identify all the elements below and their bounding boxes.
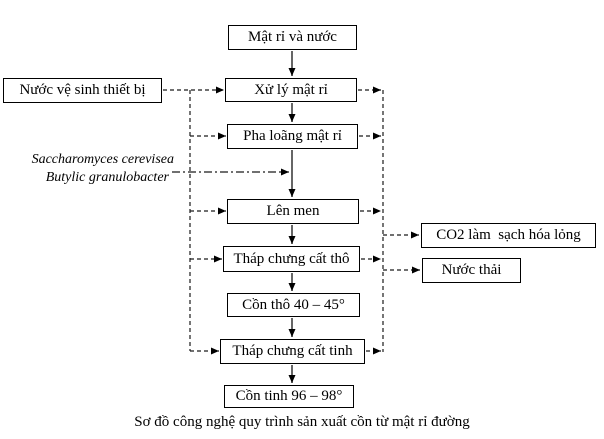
- node-fine-alcohol: Cồn tinh 96 – 98°: [224, 385, 354, 408]
- node-crude-alcohol: Cồn thô 40 – 45°: [227, 293, 360, 317]
- node-molasses-dilution: Pha loãng mật rỉ: [227, 124, 358, 149]
- node-equipment-cleaning-water: Nước vệ sinh thiết bị: [3, 78, 162, 103]
- diagram-caption: Sơ đồ công nghệ quy trình sản xuất cồn t…: [134, 414, 470, 430]
- node-molasses-and-water: Mật rỉ và nước: [228, 25, 357, 50]
- node-waste-water: Nước thải: [422, 258, 521, 283]
- node-fermentation: Lên men: [227, 199, 359, 224]
- node-co2-cleaned-liquefied: CO2 làm sạch hóa lỏng: [421, 223, 596, 248]
- node-molasses-treatment: Xử lý mật rỉ: [225, 78, 357, 102]
- microbes-line-2: Butylic granulobacter: [45, 170, 169, 185]
- node-crude-distillation-tower: Tháp chưng cất thô: [223, 246, 360, 272]
- microbes-line-1: Saccharomyces cerevisea: [31, 152, 174, 167]
- microbes-annotation: Saccharomyces cerevisea Butylic granulob…: [2, 151, 174, 187]
- node-fine-distillation-tower: Tháp chưng cất tinh: [220, 339, 365, 364]
